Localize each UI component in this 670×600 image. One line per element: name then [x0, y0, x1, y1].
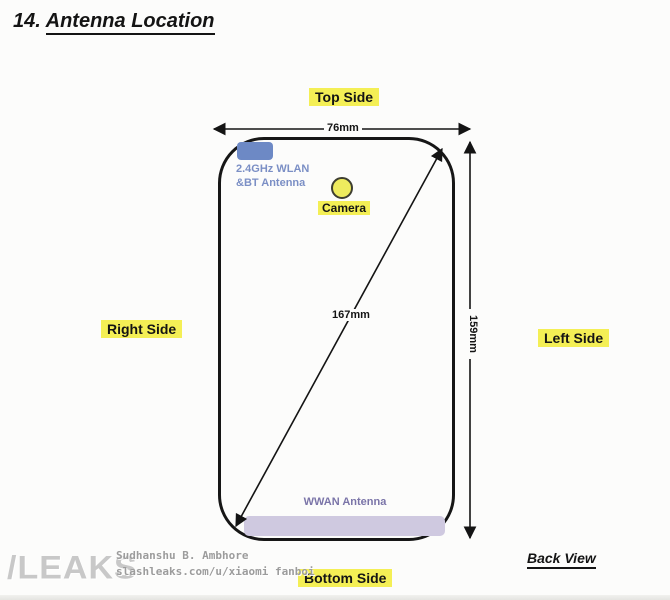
camera-label: Camera	[318, 201, 371, 215]
wlan-bt-antenna-block	[237, 142, 273, 160]
back-view-label: Back View	[527, 550, 596, 569]
right-side-label: Right Side	[101, 320, 183, 338]
left-side-label: Left Side	[538, 329, 610, 347]
page-title-number: 14.	[13, 10, 41, 32]
watermark-author: Sudhanshu B. Ambhore	[116, 549, 249, 562]
watermark-credit: Sudhanshu B. Ambhore slashleaks.com/u/xi…	[116, 548, 315, 580]
top-side-label: Top Side	[309, 88, 380, 106]
wwan-antenna-block	[244, 516, 445, 536]
camera-circle	[331, 177, 353, 199]
phone-outline	[218, 137, 455, 541]
diagonal-dimension-value: 167mm	[329, 309, 373, 321]
width-dimension-value: 76mm	[324, 122, 362, 134]
scan-edge-shadow	[0, 595, 670, 600]
page-title: 14. Antenna Location	[13, 10, 215, 35]
watermark-profile-url: slashleaks.com/u/xiaomi fanboi	[116, 565, 315, 578]
height-dimension-value: 159mm	[467, 309, 479, 359]
bottom-side-label: Bottom Side	[298, 569, 393, 587]
page-title-text: Antenna Location	[45, 10, 215, 35]
wlan-bt-antenna-label: 2.4GHz WLAN &BT Antenna	[236, 163, 310, 189]
slashleaks-logo: /LEAKS	[7, 549, 138, 587]
wwan-antenna-label: WWAN Antenna	[303, 496, 387, 508]
